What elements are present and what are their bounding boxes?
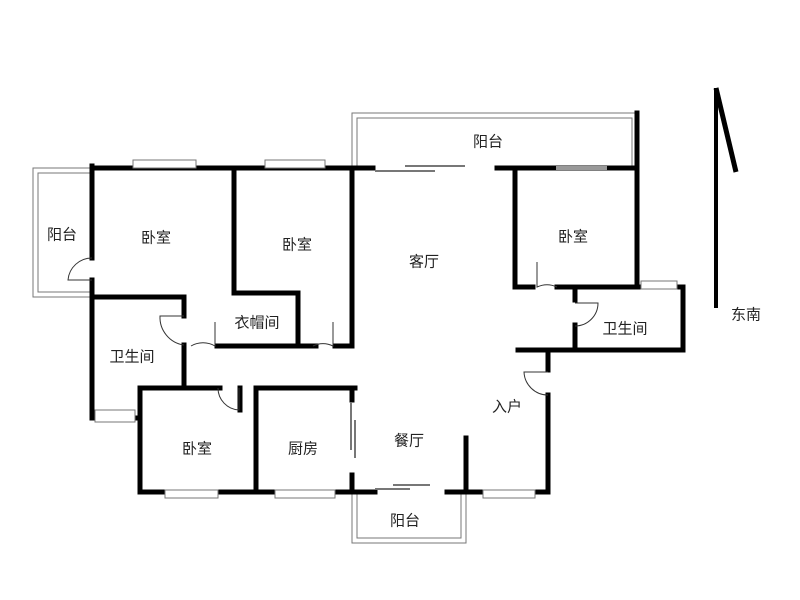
compass-arrow-icon xyxy=(713,87,739,308)
swing-door xyxy=(536,262,558,288)
balcony-outline xyxy=(32,167,92,298)
swing-door xyxy=(190,322,216,347)
window xyxy=(640,280,678,290)
room-label-bedroom-2: 卧室 xyxy=(281,235,313,254)
swing-door xyxy=(217,387,240,411)
windows xyxy=(94,159,678,499)
room-label-cloakroom: 衣帽间 xyxy=(234,313,280,332)
room-label-bedroom-3: 卧室 xyxy=(181,439,213,458)
compass-label: 东南 xyxy=(730,305,762,324)
doors xyxy=(67,165,599,490)
room-label-dining-room: 餐厅 xyxy=(393,431,425,450)
room-label-bathroom-left: 卫生间 xyxy=(109,347,155,366)
room-label-balcony-left: 阳台 xyxy=(46,225,78,244)
room-label-bathroom-right: 卫生间 xyxy=(602,319,648,338)
window xyxy=(132,159,197,169)
room-label-kitchen: 厨房 xyxy=(287,439,319,458)
balcony-outline xyxy=(351,492,467,544)
room-label-balcony-bottom: 阳台 xyxy=(389,511,421,530)
window xyxy=(164,489,219,499)
window xyxy=(482,489,536,499)
swing-door xyxy=(523,371,549,396)
swing-door xyxy=(312,322,334,347)
window xyxy=(264,159,326,169)
room-label-living-room: 客厅 xyxy=(408,252,440,271)
swing-door xyxy=(574,302,599,327)
room-label-bedroom-1: 卧室 xyxy=(140,228,172,247)
swing-door xyxy=(67,257,93,281)
swing-door xyxy=(159,315,185,346)
balcony-outline xyxy=(356,117,633,168)
window xyxy=(274,489,336,499)
room-label-balcony-top: 阳台 xyxy=(472,132,504,151)
window xyxy=(94,409,136,423)
room-label-entrance: 入户 xyxy=(491,397,523,416)
room-label-bedroom-4: 卧室 xyxy=(557,227,589,246)
balcony-outline xyxy=(37,172,92,293)
balcony-outline xyxy=(356,492,462,539)
